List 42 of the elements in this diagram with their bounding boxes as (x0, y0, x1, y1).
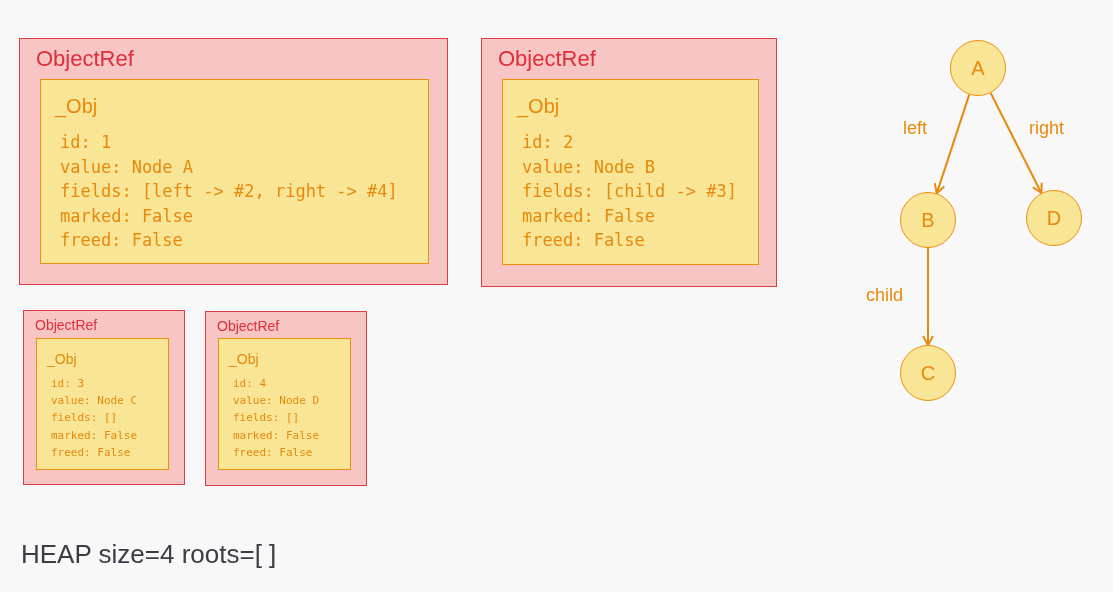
arrow (922, 247, 934, 346)
heap-status-text: HEAP size=4 roots=[ ] (21, 538, 277, 571)
field-line: value: Node D (233, 393, 320, 410)
object-ref-box (205, 311, 367, 486)
field-line: fields: [left -> #2, right -> #4] (60, 180, 398, 203)
object-box (502, 79, 759, 265)
object-title: _Obj (229, 350, 259, 369)
field-line: marked: False (51, 427, 138, 444)
field-line: id: 2 (522, 131, 574, 154)
field-line: fields: [child -> #3] (522, 180, 737, 203)
object-title: _Obj (517, 94, 560, 120)
box-title: ObjectRef (217, 317, 280, 335)
object-ref-box (481, 38, 777, 287)
box-title: ObjectRef (498, 45, 596, 73)
field-line: freed: False (51, 444, 131, 461)
field-line: value: Node A (60, 155, 194, 179)
field-line: fields: [] (233, 410, 300, 427)
edge-label: right (1029, 117, 1064, 140)
object-box (218, 338, 351, 470)
field-line: marked: False (60, 204, 194, 228)
field-line: id: 4 (233, 376, 267, 392)
field-line: marked: False (522, 204, 656, 228)
object-ref-box (19, 38, 448, 285)
box-title: ObjectRef (35, 316, 98, 334)
edge-label: child (866, 284, 904, 307)
field-line: id: 1 (60, 131, 112, 154)
field-line: freed: False (60, 229, 183, 252)
object-ref-box (23, 310, 185, 485)
field-line: fields: [] (51, 410, 118, 427)
object-title: _Obj (47, 350, 77, 369)
field-line: marked: False (233, 427, 320, 444)
field-line: id: 3 (51, 376, 85, 392)
object-title: _Obj (55, 94, 98, 120)
field-line: value: Node C (51, 393, 138, 410)
object-box (40, 79, 429, 264)
box-title: ObjectRef (36, 45, 134, 73)
field-line: value: Node B (522, 155, 656, 179)
object-box (36, 338, 169, 470)
field-line: freed: False (233, 444, 313, 461)
field-line: freed: False (522, 229, 645, 252)
arrow (989, 92, 1043, 194)
edge-label: left (903, 117, 927, 140)
